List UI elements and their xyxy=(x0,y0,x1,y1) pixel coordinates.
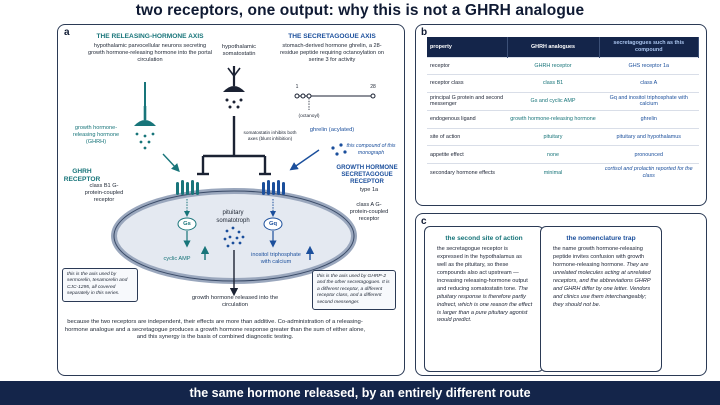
card-nomenclature-heading: the nomenclature trap xyxy=(566,235,636,242)
cell-secretagogue: pituitary and hypothalamus xyxy=(599,127,699,146)
page-title: two receptors, one output: why this is n… xyxy=(135,2,585,19)
secretagogue-axis-description: stomach-derived hormone ghrelin, a 28-re… xyxy=(280,43,384,64)
cell-ghrh: minimal xyxy=(507,163,599,182)
camp-label: cyclic AMP xyxy=(163,256,191,262)
card-second-site-body: the secretagogue receptor is expressed i… xyxy=(425,242,543,325)
panel-b-letter: b xyxy=(421,27,428,38)
panel-a-letter: a xyxy=(64,27,70,38)
card-nomenclature-text: the name growth hormone-releasing peptid… xyxy=(553,246,645,268)
note-releasing-axis: this is the axis used by sermorelin, tes… xyxy=(62,268,138,302)
cell-secretagogue: ghrelin xyxy=(599,109,699,129)
cell-ghrh: class B1 xyxy=(507,74,599,93)
col-secretagogues: secretagogues such as this compound xyxy=(599,37,699,57)
octanoyl-label: (octanoyl) xyxy=(298,114,320,119)
somatostatin-inhibits-note: somatostatin inhibits both axes (blunt i… xyxy=(243,130,297,142)
ghrh-label: growth hormone-releasing hormone (GHRH) xyxy=(72,125,120,146)
ghrelin-chain-icon xyxy=(294,93,376,110)
ghrelin-molecules-icon xyxy=(331,143,347,156)
residue-end: 28 xyxy=(370,84,376,90)
card-nomenclature: the nomenclature trap the name growth ho… xyxy=(540,226,662,372)
somatostatin-neuron-icon xyxy=(223,66,245,109)
ghrh-neuron-icon xyxy=(134,82,156,150)
ghrh-receptor-heading: GHRH RECEPTOR xyxy=(63,168,101,183)
cell-ghrh: GHRH receptor xyxy=(507,56,599,75)
cell-secretagogue: cortisol and prolactin reported for the … xyxy=(599,163,699,182)
this-compound-label: this compound of this monograph xyxy=(346,143,396,156)
card-second-site-text: the secretagogue receptor is expressed i… xyxy=(437,246,528,292)
release-label: growth hormone released into the circula… xyxy=(191,295,279,309)
card-nomenclature-italic: They are unrelated molecules acting at u… xyxy=(553,261,651,308)
col-ghrh-analogues: GHRH analogues xyxy=(507,37,600,57)
ghs-receptor-description: class A G-protein-coupled receptor xyxy=(349,202,389,223)
cell-secretagogue: GHS receptor 1a xyxy=(599,56,699,75)
residue-start: 1 xyxy=(295,84,299,90)
gq-label: Gq xyxy=(268,221,278,227)
cell-property: receptor xyxy=(427,56,507,75)
panel-c-letter: c xyxy=(421,216,427,227)
card-nomenclature-body: the name growth hormone-releasing peptid… xyxy=(541,242,661,310)
gs-label: Gs xyxy=(183,221,191,227)
cell-property: principal G protein and second messenger xyxy=(427,92,507,111)
col-property: property xyxy=(427,37,508,57)
ghs-receptor-icon xyxy=(262,180,285,195)
cell-label: pituitary somatotroph xyxy=(216,210,250,224)
cell-secretagogue: pronounced xyxy=(599,145,699,164)
somatostatin-label: hypothalamic somatostatin xyxy=(221,44,257,58)
cell-ghrh: none xyxy=(507,145,599,164)
secretagogue-axis-heading: THE SECRETAGOGUE AXIS xyxy=(288,33,376,40)
panel-a-diagram xyxy=(111,66,376,297)
ghrh-receptor-icon xyxy=(176,180,199,195)
inositol-label: inositol triphosphate with calcium xyxy=(251,252,301,266)
ghrh-receptor-description: class B1 G-protein-coupled receptor xyxy=(84,183,124,204)
card-second-site-heading: the second site of action xyxy=(445,235,523,242)
comparison-table-wrap: property GHRH analogues secretagogues su… xyxy=(427,37,699,182)
releasing-axis-description: hypothalamic parvocellular neurons secre… xyxy=(87,43,213,64)
cell-ghrh: growth hormone-releasing hormone xyxy=(507,109,599,129)
cell-ghrh: pituitary xyxy=(507,127,599,146)
releasing-axis-heading: THE RELEASING-HORMONE AXIS xyxy=(96,33,204,40)
footer-banner: the same hormone released, by an entirel… xyxy=(0,381,720,405)
growth-hormone-granules-icon xyxy=(223,226,245,248)
card-second-site: the second site of action the secretagog… xyxy=(424,226,544,372)
card-second-site-italic: The pituitary response is therefore part… xyxy=(437,285,533,324)
cell-secretagogue: class A xyxy=(599,74,699,93)
cell-secretagogue: Gq and inositol triphosphate with calciu… xyxy=(599,92,699,111)
cell-property: appetite effect xyxy=(427,145,507,164)
cell-ghrh: Gs and cyclic AMP xyxy=(507,92,599,111)
ghs-receptor-type: type 1a xyxy=(359,187,379,193)
note-secretagogue-axis: this is the axis used by GHRP-2 and the … xyxy=(312,270,396,310)
table-row: principal G protein and second messenger… xyxy=(427,92,699,111)
comparison-table: property GHRH analogues secretagogues su… xyxy=(427,37,699,182)
cell-property: secondary hormone effects xyxy=(427,163,507,182)
cell-property: endogenous ligand xyxy=(427,109,507,129)
synergy-note: because the two receptors are independen… xyxy=(64,319,366,341)
ghs-receptor-heading: GROWTH HORMONE SECRETAGOGUE RECEPTOR xyxy=(336,164,398,185)
ghrelin-label: ghrelin (acylated) xyxy=(309,127,355,133)
cell-property: receptor class xyxy=(427,74,507,93)
cell-property: site of action xyxy=(427,127,507,146)
